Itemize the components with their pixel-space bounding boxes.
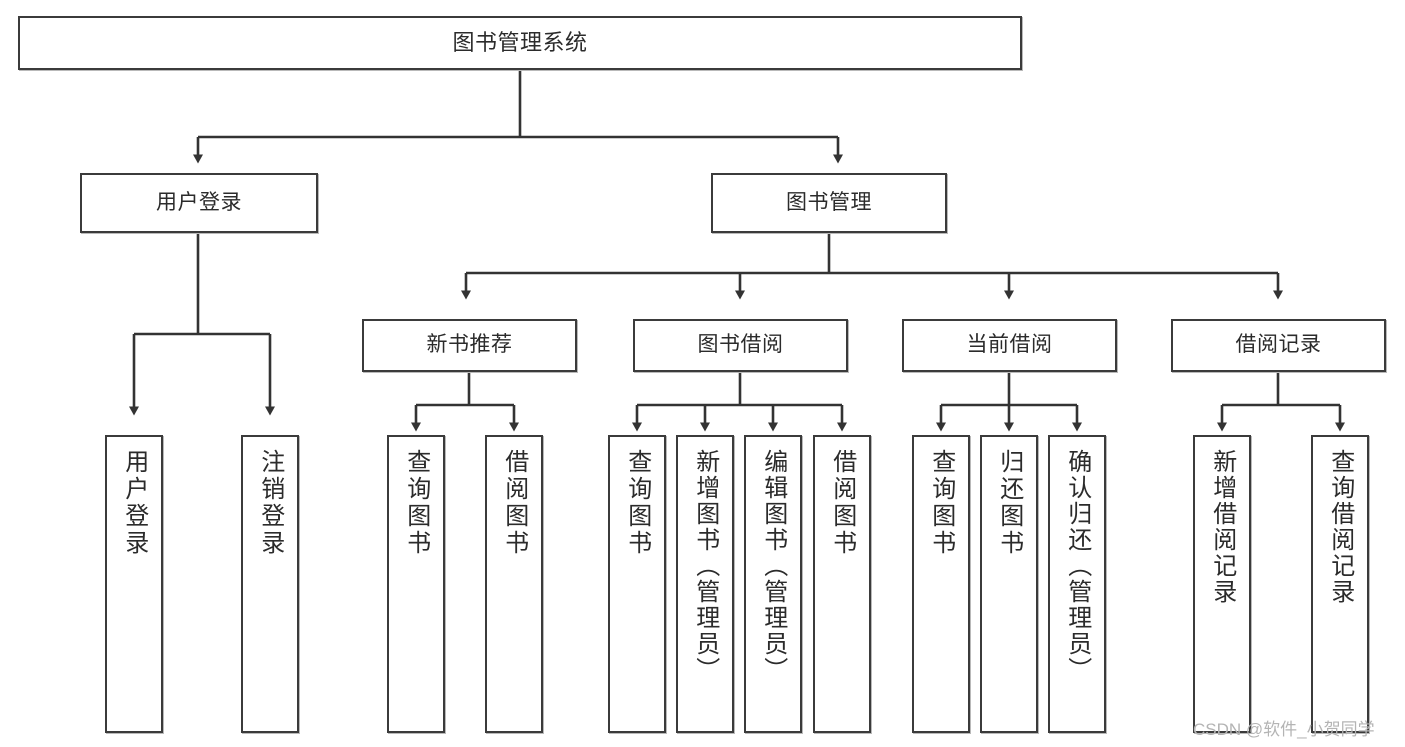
leaf-book-borrow-edit[interactable]: 编辑图书（管理员）	[744, 435, 802, 733]
leaf-current-borrow-confirm[interactable]: 确认归还（管理员）	[1048, 435, 1106, 733]
node-book-management[interactable]: 图书管理	[711, 173, 947, 233]
node-book-management-label: 图书管理	[786, 190, 872, 214]
node-book-borrow[interactable]: 图书借阅	[633, 319, 848, 372]
node-root-system[interactable]: 图书管理系统	[18, 16, 1022, 70]
node-current-borrow-label: 当前借阅	[966, 333, 1053, 357]
leaf-book-borrow-add-label: 新增图书（管理员）	[691, 449, 719, 683]
node-new-book-recommend-label: 新书推荐	[426, 333, 513, 357]
leaf-book-borrow-borrow-label: 借阅图书	[828, 449, 856, 557]
leaf-book-borrow-query[interactable]: 查询图书	[608, 435, 666, 733]
node-borrow-record-label: 借阅记录	[1235, 333, 1322, 357]
leaf-borrow-record-query-label: 查询借阅记录	[1326, 449, 1354, 605]
leaf-current-borrow-return-label: 归还图书	[995, 449, 1023, 557]
node-user-login[interactable]: 用户登录	[80, 173, 318, 233]
leaf-borrow-record-add[interactable]: 新增借阅记录	[1193, 435, 1251, 733]
leaf-book-borrow-borrow[interactable]: 借阅图书	[813, 435, 871, 733]
node-book-borrow-label: 图书借阅	[697, 333, 784, 357]
leaf-book-borrow-query-label: 查询图书	[623, 449, 651, 557]
leaf-book-borrow-add[interactable]: 新增图书（管理员）	[676, 435, 734, 733]
leaf-book-borrow-edit-label: 编辑图书（管理员）	[759, 449, 787, 683]
leaf-new-book-query[interactable]: 查询图书	[387, 435, 445, 733]
node-current-borrow[interactable]: 当前借阅	[902, 319, 1117, 372]
leaf-borrow-record-add-label: 新增借阅记录	[1208, 449, 1236, 605]
leaf-current-borrow-query[interactable]: 查询图书	[912, 435, 970, 733]
node-root-system-label: 图书管理系统	[452, 30, 588, 56]
leaf-current-borrow-return[interactable]: 归还图书	[980, 435, 1038, 733]
leaf-user-login-login[interactable]: 用户登录	[105, 435, 163, 733]
leaf-user-login-logout-label: 注销登录	[256, 449, 284, 557]
leaf-new-book-borrow-label: 借阅图书	[500, 449, 528, 557]
node-user-login-label: 用户登录	[156, 190, 242, 214]
leaf-current-borrow-confirm-label: 确认归还（管理员）	[1063, 449, 1091, 683]
leaf-current-borrow-query-label: 查询图书	[927, 449, 955, 557]
leaf-borrow-record-query[interactable]: 查询借阅记录	[1311, 435, 1369, 733]
leaf-user-login-login-label: 用户登录	[120, 449, 148, 557]
csdn-watermark: CSDN @软件_小贺同学	[1193, 720, 1375, 739]
node-new-book-recommend[interactable]: 新书推荐	[362, 319, 577, 372]
leaf-new-book-borrow[interactable]: 借阅图书	[485, 435, 543, 733]
leaf-user-login-logout[interactable]: 注销登录	[241, 435, 299, 733]
node-borrow-record[interactable]: 借阅记录	[1171, 319, 1386, 372]
leaf-new-book-query-label: 查询图书	[402, 449, 430, 557]
